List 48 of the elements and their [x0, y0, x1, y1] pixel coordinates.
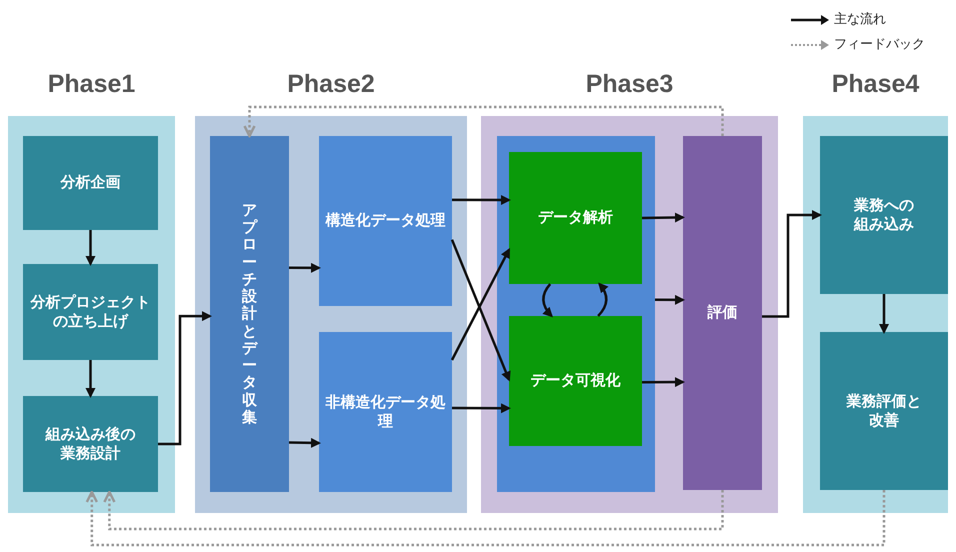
legend-text: 主な流れ: [834, 11, 886, 28]
arrow: [655, 294, 685, 305]
arrow: [452, 403, 511, 414]
box-label: 業務評価と改善: [846, 392, 922, 430]
arrow: [642, 377, 685, 388]
legend-text: フィードバック: [834, 36, 925, 53]
arrow: [86, 360, 96, 398]
box-label: 分析企画: [60, 173, 120, 193]
phase-heading: Phase4: [830, 70, 920, 99]
arrow: [288, 438, 321, 448]
process-box: [210, 136, 289, 492]
process-box: [23, 396, 158, 492]
process-box: [509, 152, 642, 284]
arrow: [879, 294, 889, 334]
phase-heading: Phase3: [584, 70, 674, 99]
box-label: 非構造化データ処理: [324, 392, 446, 432]
phase-heading: Phase2: [286, 70, 376, 99]
arrow: [289, 262, 321, 273]
process-box: [319, 136, 452, 306]
arrow: [158, 311, 212, 446]
box-label: データ可視化: [530, 371, 620, 391]
box-label: 評価: [708, 303, 738, 323]
process-box: [509, 316, 642, 446]
arrow: [86, 230, 96, 266]
process-box: [319, 332, 452, 492]
arrow: [452, 195, 511, 206]
dotted-arrow: [243, 106, 724, 138]
process-box: [683, 136, 762, 490]
box-label: 業務への組み込み: [854, 196, 914, 234]
arrow: [762, 210, 822, 318]
arrow: [450, 248, 510, 361]
arrow: [450, 239, 511, 382]
process-box: [820, 332, 948, 490]
process-box: [23, 264, 158, 360]
dotted-arrow: [103, 490, 724, 530]
box-label: 組み込み後の業務設計: [46, 424, 136, 464]
process-box: [23, 136, 158, 230]
arrow: [542, 283, 553, 318]
arrow: [642, 212, 685, 223]
box-label: アプローチ設計とデータ収集: [242, 202, 257, 426]
arrow: [597, 282, 608, 317]
box-label: データ解析: [538, 208, 613, 228]
process-box: [820, 136, 948, 294]
phase-heading: Phase1: [46, 70, 136, 99]
box-label: 分析プロジェクトの立ち上げ: [30, 292, 150, 332]
box-label: 構造化データ処理: [326, 211, 446, 231]
panel-box: [497, 136, 655, 492]
dotted-arrow: [86, 490, 886, 546]
